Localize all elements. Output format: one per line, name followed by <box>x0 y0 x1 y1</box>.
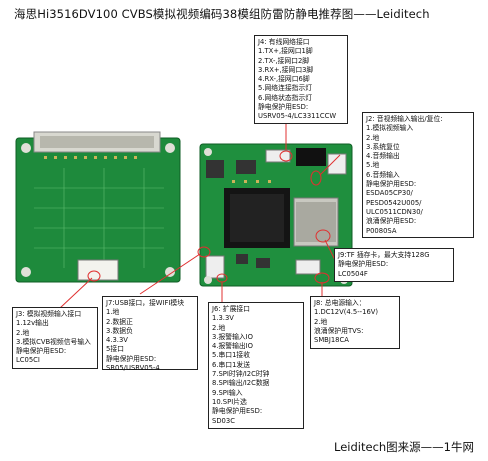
source-credit: Leiditech图来源——1牛网 <box>334 440 474 454</box>
left-board <box>15 131 181 283</box>
box-j2: J2: 音视频输入输出/复位: 1.模拟视频输入 2.地 3.系统复位 4.音频… <box>362 112 474 238</box>
box-j9: J9:TF 插存卡，最大支持128G 静电保护用ESD: LC0504F <box>334 248 454 282</box>
box-j4: J4: 有线网络接口 1.TX+,接网口1脚 2.TX-,接网口2脚 3.RX+… <box>254 35 348 124</box>
box-j6: J6: 扩展接口 1.3.3V 2.地 3.报警输入IO 4.报警输出IO 5.… <box>208 302 304 429</box>
box-j7: J7:USB接口，接WIFI模块 1.地 2.数据正 3.数据负 4.3.3V … <box>102 296 198 372</box>
box-j8: J8: 总电源输入： 1.DC12V(4.5--16V) 2.地 浪涌保护用TV… <box>310 296 400 349</box>
box-j3: J3: 模拟视频输入接口 1.12v输出 2.地 3.模拟CVB视频信号输入 静… <box>12 307 98 369</box>
page-title: 海思Hi3516DV100 CVBS模拟视频编码38模组防雷防静电推荐图——Le… <box>14 7 430 21</box>
right-board <box>199 143 353 287</box>
